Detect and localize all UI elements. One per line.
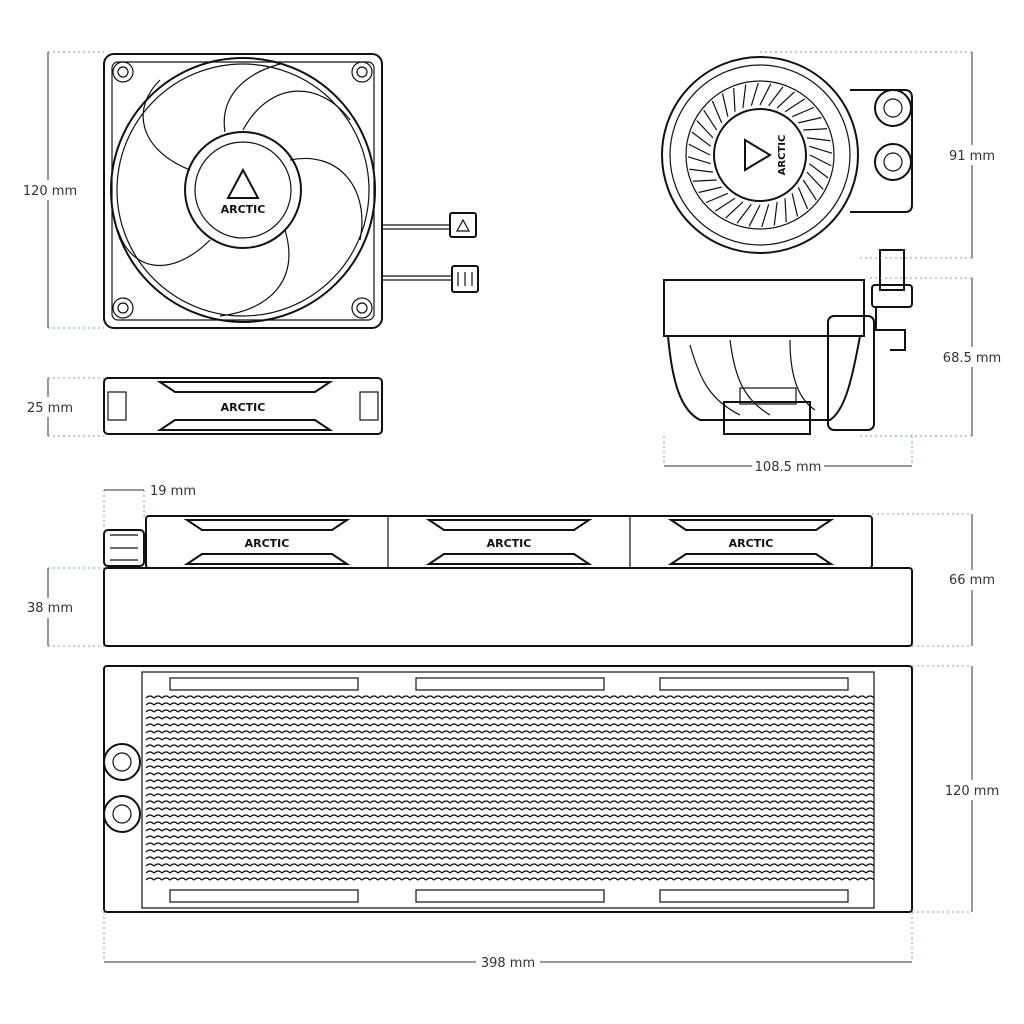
- fan-frame-bottom: [425, 553, 593, 565]
- pump-diameter-label: 91 mm: [949, 149, 995, 164]
- pump-fin: [705, 192, 729, 204]
- pump-height-label: 68.5 mm: [943, 351, 1001, 366]
- pump-fin: [803, 128, 828, 131]
- pump-fin: [761, 204, 770, 228]
- radiator-fin-row: [145, 807, 875, 811]
- radiator-fin-row: [145, 723, 875, 727]
- arctic-logo-icon: [744, 138, 772, 172]
- radiator-fin-row: [145, 702, 875, 706]
- radiator-fins: [145, 695, 875, 881]
- side-fans: ARCTIC ARCTIC ARCTIC: [183, 519, 835, 565]
- pump-fin: [691, 131, 712, 147]
- pump-fin: [688, 143, 711, 156]
- pump-fin: [703, 109, 718, 131]
- side-fan-logo: ARCTIC: [729, 537, 774, 550]
- pump-fin: [798, 116, 822, 124]
- pump-fin: [768, 86, 784, 107]
- pump-fin: [742, 84, 747, 109]
- pump-fin: [759, 83, 772, 106]
- pump-fin: [809, 145, 833, 154]
- radiator-fin-row: [145, 772, 875, 776]
- radiator-fin-row: [145, 842, 875, 846]
- pump-fins: [687, 82, 833, 228]
- fan-front-view: ARCTIC: [103, 53, 479, 329]
- pump-fin: [714, 197, 736, 212]
- radiator-fin-row: [145, 835, 875, 839]
- radiator-fin-row: [145, 821, 875, 825]
- radiator-fin-row: [145, 786, 875, 790]
- pump-fin: [698, 186, 722, 194]
- side-fan-logo: ARCTIC: [245, 537, 290, 550]
- fan-side-view: ARCTIC: [103, 377, 383, 435]
- pump-fin: [711, 100, 723, 124]
- pump-fin: [802, 179, 817, 201]
- arctic-logo-icon: [226, 167, 260, 199]
- radiator-fin-row: [145, 751, 875, 755]
- radiator-fin-row: [145, 709, 875, 713]
- pump-fin: [806, 171, 824, 190]
- radiator-thickness-label: 38 mm: [27, 601, 73, 616]
- pump-fin: [687, 156, 711, 165]
- pump-fin: [809, 154, 832, 167]
- pump-fin: [736, 203, 752, 224]
- pump-fin: [808, 163, 829, 179]
- radiator-height-label: 120 mm: [945, 784, 999, 799]
- radiator-front-view: [103, 665, 913, 913]
- pump-fin: [721, 93, 729, 117]
- pump-fin: [791, 193, 799, 217]
- fan-frame-top: [667, 519, 835, 531]
- radiator-length-label: 398 mm: [481, 956, 535, 971]
- fan-frame-bottom: [183, 553, 351, 565]
- fan-height-label: 120 mm: [23, 184, 77, 199]
- radiator-fin-row: [145, 737, 875, 741]
- radiator-fin-row: [145, 863, 875, 867]
- pump-fin: [784, 98, 806, 113]
- radiator-fin-row: [145, 870, 875, 874]
- radiator-fin-row: [145, 765, 875, 769]
- radiator-fin-row: [145, 758, 875, 762]
- fan-side-logo: ARCTIC: [221, 401, 266, 414]
- pump-fin: [696, 120, 714, 139]
- pump-side-view: [663, 249, 913, 435]
- radiator-fin-row: [145, 793, 875, 797]
- fitting-offset-label: 19 mm: [150, 484, 196, 499]
- fan-frame-top: [425, 519, 593, 531]
- radiator-fin-row: [145, 744, 875, 748]
- radiator-fin-row: [145, 856, 875, 860]
- radiator-fin-row: [145, 716, 875, 720]
- pump-fin: [733, 87, 736, 112]
- fan-thickness-label: 25 mm: [27, 401, 73, 416]
- radiator-fin-row: [145, 800, 875, 804]
- fan-hub-logo: ARCTIC: [221, 203, 266, 216]
- radiator-side-view: ARCTIC ARCTIC ARCTIC: [103, 515, 913, 647]
- pump-fin: [750, 82, 759, 106]
- pump-fin: [689, 168, 714, 173]
- fan-frame-bottom: [667, 553, 835, 565]
- pump-fin: [784, 198, 787, 223]
- radiator-fin-row: [145, 695, 875, 699]
- pump-fin: [725, 201, 744, 219]
- radiator-fin-row: [145, 849, 875, 853]
- pump-fin: [791, 106, 815, 118]
- pump-fin: [776, 91, 795, 109]
- pump-fin: [692, 179, 717, 182]
- pump-fin: [773, 201, 778, 226]
- fan-frame-top: [183, 519, 351, 531]
- radiator-fin-row: [145, 730, 875, 734]
- side-fan-logo: ARCTIC: [487, 537, 532, 550]
- pump-top-view: ARCTIC: [661, 56, 913, 254]
- pump-width-label: 108.5 mm: [755, 460, 822, 475]
- radiator-fin-row: [145, 877, 875, 881]
- radiator-fin-row: [145, 814, 875, 818]
- pump-logo: ARCTIC: [777, 135, 788, 176]
- pump-fin: [806, 137, 831, 142]
- radiator-fin-row: [145, 828, 875, 832]
- pump-fin: [748, 204, 761, 227]
- dimension-guides: [47, 51, 973, 963]
- pump-fin: [797, 186, 809, 210]
- radiator-fin-row: [145, 779, 875, 783]
- total-thickness-label: 66 mm: [949, 573, 995, 588]
